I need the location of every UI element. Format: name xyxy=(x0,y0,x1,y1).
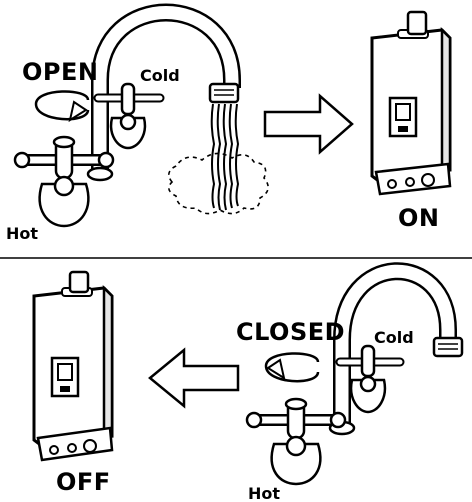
water-heater-on xyxy=(372,12,450,194)
arrow-to-heater-off xyxy=(150,350,238,406)
hot-handle-bottom xyxy=(247,399,345,484)
close-rotation-arrow xyxy=(266,353,318,381)
heater-on-label: ON xyxy=(398,206,440,230)
open-label: OPEN xyxy=(22,60,98,84)
arrow-to-heater-on xyxy=(265,96,352,152)
top-faucet xyxy=(15,13,268,227)
heater-off-label: OFF xyxy=(56,470,111,494)
hot-label-top: Hot xyxy=(6,226,38,242)
open-rotation-arrow xyxy=(36,91,88,120)
bottom-faucet xyxy=(247,271,462,484)
hot-label-bottom: Hot xyxy=(248,486,280,502)
closed-label: CLOSED xyxy=(236,320,345,344)
water-heater-off xyxy=(34,272,112,460)
cold-label-top: Cold xyxy=(140,68,180,84)
cold-label-bottom: Cold xyxy=(374,330,414,346)
